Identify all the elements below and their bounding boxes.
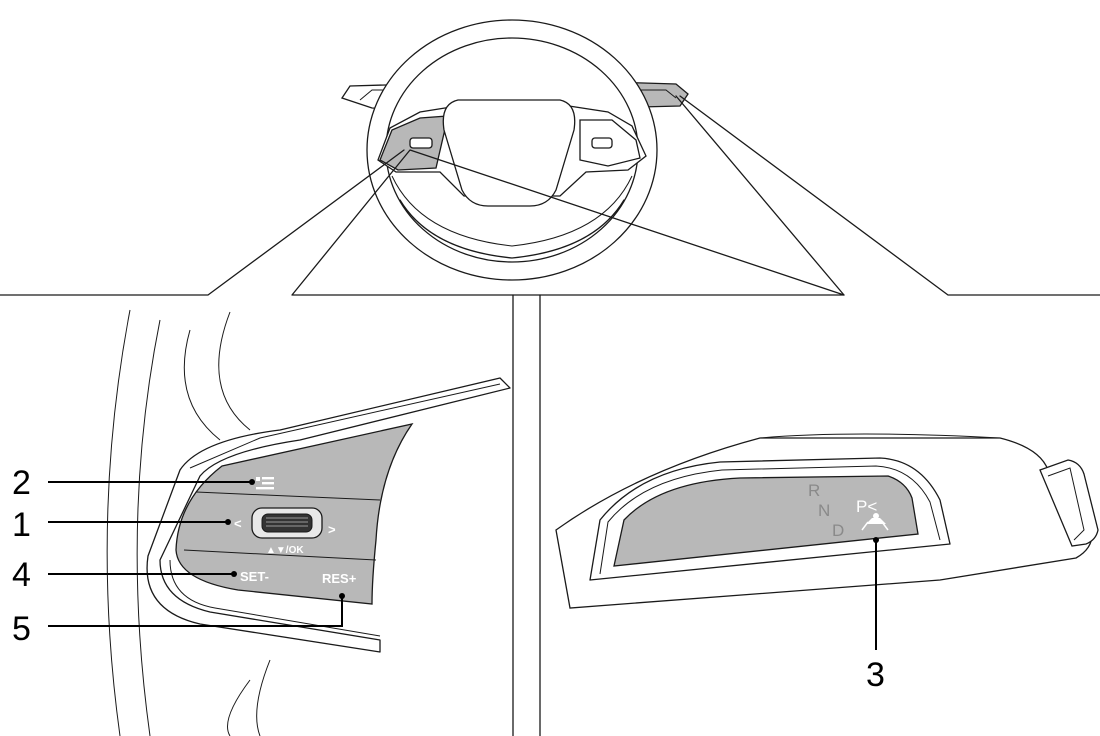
callout-2: 2: [12, 464, 31, 502]
callout-1: 1: [12, 506, 31, 544]
gear-d: D: [832, 521, 844, 540]
scroll-wheel-icon[interactable]: [251, 507, 323, 539]
ok-label: ▲▼/OK: [266, 545, 304, 556]
right-arrow-label[interactable]: >: [328, 522, 336, 537]
gear-r: R: [808, 481, 820, 500]
left-arrow-label[interactable]: <: [234, 516, 242, 531]
gear-n: N: [818, 501, 830, 520]
set-button-label[interactable]: SET-: [240, 569, 269, 584]
driver-assist-icon: [861, 513, 889, 531]
callout-3: 3: [866, 656, 885, 694]
res-button-label[interactable]: RES+: [322, 571, 357, 586]
left-spoke-detail: < > ▲▼/OK SET- RES+: [48, 309, 511, 736]
gear-p: P<: [856, 497, 877, 516]
callout-5: 5: [12, 610, 31, 648]
steering-wheel-overview: [340, 19, 689, 281]
callout-4: 4: [12, 556, 31, 594]
menu-icon: [256, 477, 274, 490]
gear-selector-detail: R N D P<: [555, 433, 1099, 650]
zoom-lines: [0, 95, 1100, 736]
